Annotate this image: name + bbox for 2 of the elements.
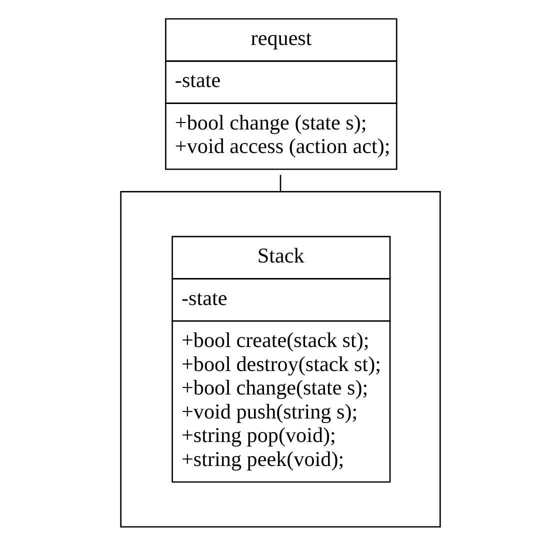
cluster [120,191,440,528]
connector [279,174,281,192]
